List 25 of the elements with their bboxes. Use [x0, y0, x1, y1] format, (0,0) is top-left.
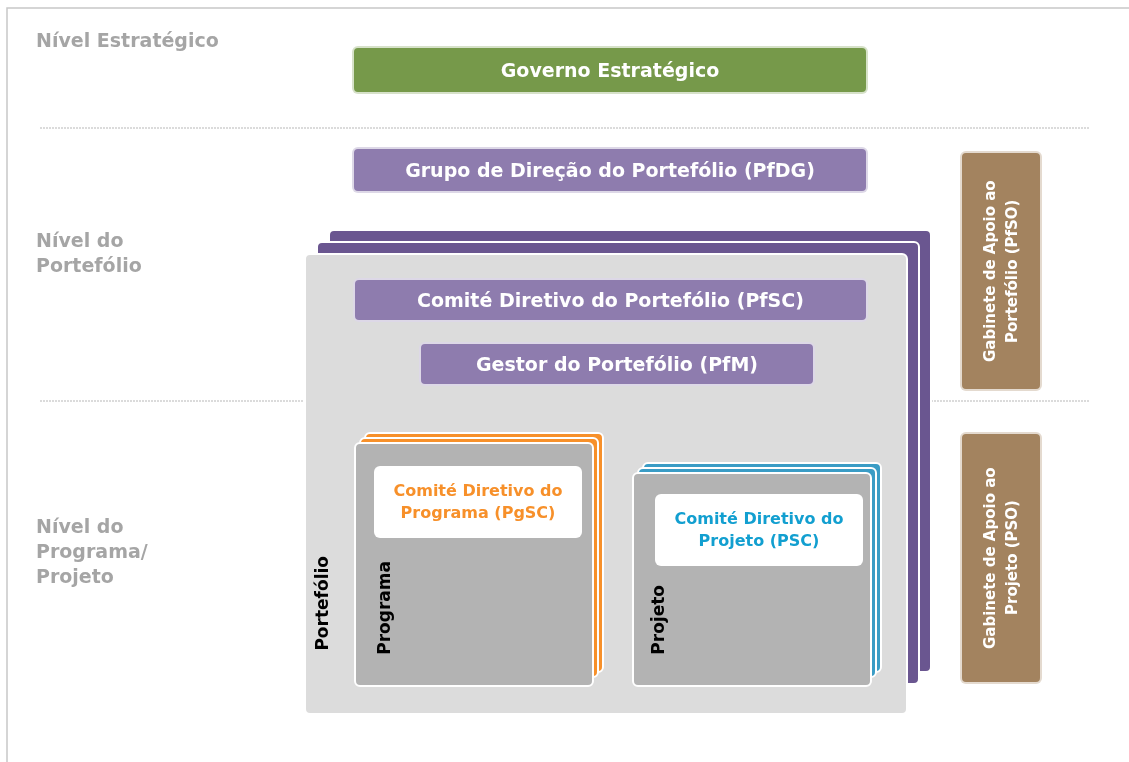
role-box: [353, 278, 868, 322]
role-label: Grupo de Direção do Portefólio (PfDG): [404, 159, 816, 181]
portfolio-panel: [304, 253, 908, 715]
role-label: Comité Diretivo do Projeto (PSC): [673, 508, 845, 552]
role-box: [374, 466, 582, 538]
project-panel: [632, 472, 872, 687]
panel-label: Projeto: [648, 585, 668, 655]
role-box: [352, 147, 868, 193]
level-label: Nível Estratégico: [36, 28, 220, 53]
role-box: [352, 46, 868, 94]
role-label: Governo Estratégico: [499, 59, 721, 81]
panel-label: Programa: [374, 561, 394, 655]
level-label: Nível do Programa/ Projeto: [36, 514, 149, 589]
level-label: Nível do Portefólio: [36, 228, 143, 278]
office-box: [960, 151, 1042, 391]
role-label: Gabinete de Apoio ao Projeto (PSO): [980, 466, 1022, 651]
role-label: Comité Diretivo do Programa (PgSC): [392, 480, 564, 524]
role-box: [419, 342, 815, 386]
role-label: Gabinete de Apoio ao Portefólio (PfSO): [980, 179, 1022, 364]
panel-label: Portefólio: [312, 556, 332, 651]
role-box: [655, 494, 863, 566]
office-box: [960, 432, 1042, 684]
program-panel: [354, 442, 594, 687]
role-label: Gestor do Portefólio (PfM): [475, 353, 759, 375]
role-label: Comité Diretivo do Portefólio (PfSC): [416, 289, 805, 311]
